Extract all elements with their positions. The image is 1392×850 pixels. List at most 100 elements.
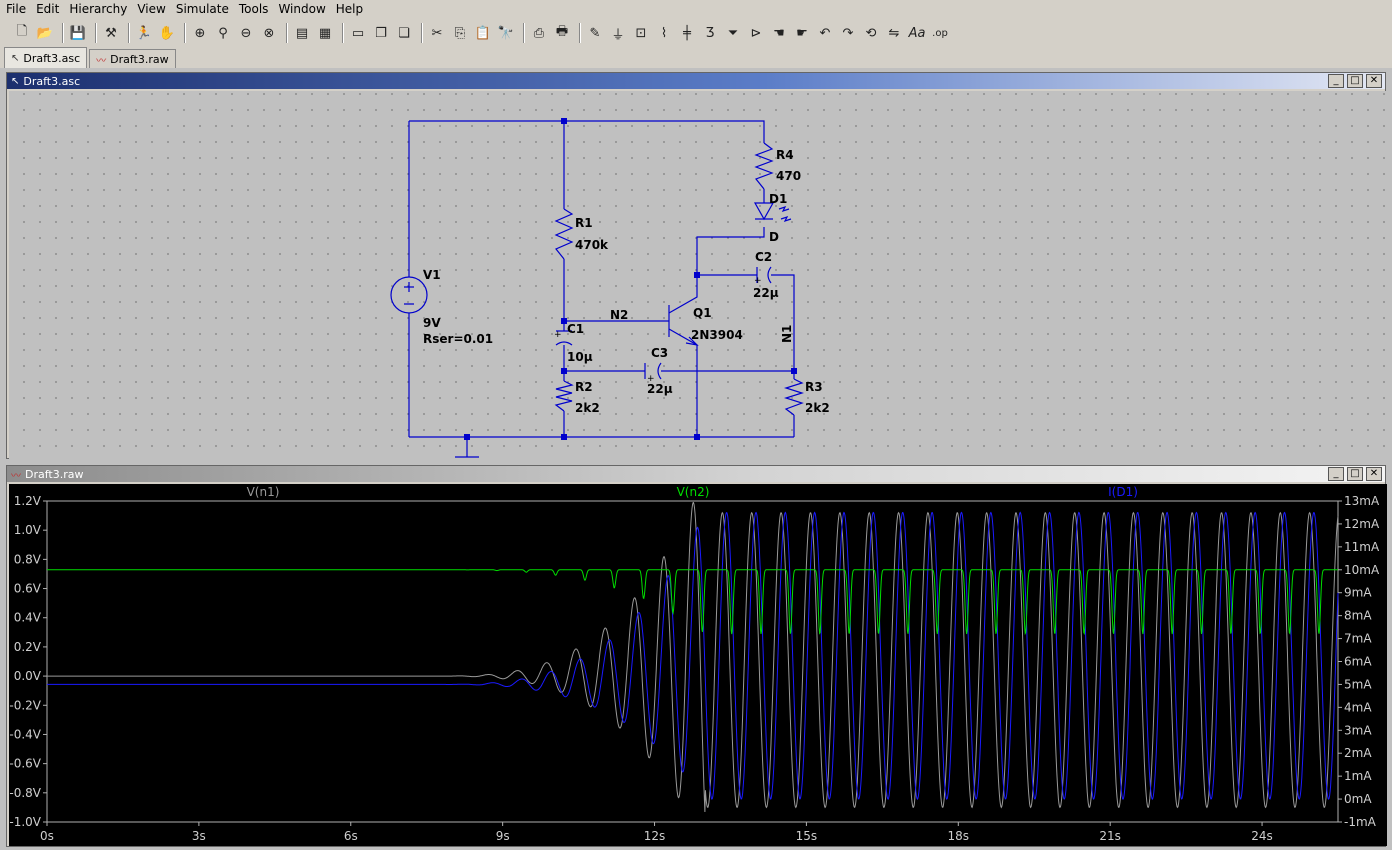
maximize-button[interactable]: □ <box>1347 467 1363 481</box>
open-folder-icon[interactable]: 📂 <box>36 25 54 41</box>
trace-name-vn1[interactable]: V(n1) <box>247 485 280 499</box>
print-setup-icon[interactable]: ⎙ <box>533 25 545 41</box>
close-windows-icon[interactable]: ❏ <box>398 25 410 41</box>
y-right-tick-label: 3mA <box>1344 723 1372 737</box>
capacitor-icon[interactable]: ╪ <box>683 25 691 41</box>
c1-label: C1 <box>567 322 584 336</box>
y-left-tick-label: 0.8V <box>14 552 42 566</box>
toolbar-separator <box>286 23 288 43</box>
trace-name-vn2[interactable]: V(n2) <box>677 485 710 499</box>
menu-file[interactable]: File <box>6 2 27 16</box>
r1-value: 470k <box>575 238 609 252</box>
undo-icon[interactable]: ↶ <box>819 25 831 41</box>
mirror-icon[interactable]: ⇋ <box>888 25 900 41</box>
menu-view[interactable]: View <box>137 2 166 16</box>
y-left-tick-label: 0.4V <box>14 611 42 625</box>
menu-tools[interactable]: Tools <box>238 2 269 16</box>
label-net-icon[interactable]: ⊡ <box>635 25 647 41</box>
cut-icon[interactable]: ✂ <box>431 25 443 41</box>
minimize-button[interactable]: _ <box>1328 467 1344 481</box>
wire-icon[interactable]: ✎ <box>589 25 601 41</box>
zoom-in-icon[interactable]: ⊕ <box>194 25 206 41</box>
drag-icon[interactable]: ☛ <box>796 25 808 41</box>
maximize-button[interactable]: □ <box>1347 74 1363 88</box>
redo-icon[interactable]: ↷ <box>842 25 854 41</box>
y-right-tick-label: 9mA <box>1344 586 1372 600</box>
tile-horizontal-icon[interactable]: ▭ <box>351 25 365 41</box>
y-right-tick-label: 5mA <box>1344 677 1372 691</box>
zoom-out-icon[interactable]: ⊖ <box>240 25 252 41</box>
menu-simulate[interactable]: Simulate <box>175 2 229 16</box>
x-tick-label: 12s <box>644 829 666 843</box>
schematic-icon: ↖ <box>11 75 20 87</box>
menu-help[interactable]: Help <box>335 2 364 16</box>
ground-icon[interactable]: ⏚ <box>611 27 625 43</box>
run-icon[interactable]: 🏃 <box>135 25 153 41</box>
net-label-n2: N2 <box>610 308 628 322</box>
diode-icon[interactable]: ⏷ <box>727 25 739 41</box>
new-schematic-icon[interactable]: 🗋 <box>16 24 28 39</box>
y-right-tick-label: 12mA <box>1344 517 1380 531</box>
toolbar-separator <box>421 23 423 43</box>
control-panel-icon[interactable]: ⚒ <box>105 25 117 41</box>
tab-label: Draft3.raw <box>110 52 169 66</box>
waveform-icon: 〰 <box>11 470 21 482</box>
menu-window[interactable]: Window <box>278 2 326 16</box>
trace-vn2 <box>47 569 1338 636</box>
find-icon[interactable]: 🔭 <box>497 25 515 41</box>
trace-name-id1[interactable]: I(D1) <box>1108 485 1138 499</box>
q1-value: 2N3904 <box>691 328 743 342</box>
zoom-fit-icon[interactable]: ⊗ <box>263 25 275 41</box>
r2-value: 2k2 <box>575 401 600 415</box>
y-right-tick-label: 0mA <box>1344 792 1372 806</box>
component-icon[interactable]: ⊳ <box>750 25 762 41</box>
close-button[interactable]: ✕ <box>1366 467 1382 481</box>
menu-hierarchy[interactable]: Hierarchy <box>69 2 128 16</box>
y-left-tick-label: -1.0V <box>9 815 41 829</box>
inductor-icon[interactable]: Ʒ <box>705 25 715 41</box>
waveform-titlebar[interactable]: 〰 Draft3.raw _ □ ✕ <box>7 466 1385 482</box>
document-tabs: ↖ Draft3.asc 〰 Draft3.raw <box>0 47 1392 68</box>
close-button[interactable]: ✕ <box>1366 74 1382 88</box>
waveform-icon: 〰 <box>96 55 107 67</box>
x-tick-label: 3s <box>192 829 206 843</box>
y-right-tick-label: 7mA <box>1344 632 1372 646</box>
tab-draft3-raw[interactable]: 〰 Draft3.raw <box>89 49 176 68</box>
pan-icon[interactable]: ⚲ <box>218 25 228 41</box>
y-left-tick-label: -0.2V <box>9 698 41 712</box>
c1-value: 10µ <box>567 350 593 364</box>
x-tick-label: 18s <box>948 829 970 843</box>
net-label-n1: N1 <box>780 325 794 343</box>
waveform-window: 〰 Draft3.raw _ □ ✕ V(n1) V(n2) I(D1) 0s 3… <box>6 465 1387 847</box>
menu-edit[interactable]: Edit <box>36 2 60 16</box>
cascade-icon[interactable]: ❐ <box>375 25 387 41</box>
window-title: Draft3.raw <box>25 467 84 481</box>
tab-draft3-asc[interactable]: ↖ Draft3.asc <box>4 47 88 68</box>
x-tick-label: 0s <box>40 829 54 843</box>
text-icon[interactable]: Aa <box>908 25 926 41</box>
window-title: Draft3.asc <box>23 74 81 88</box>
x-tick-label: 9s <box>496 829 510 843</box>
rotate-icon[interactable]: ⟲ <box>865 25 877 41</box>
plot-frame <box>46 500 1339 823</box>
schematic-titlebar[interactable]: ↖ Draft3.asc _ □ ✕ <box>7 73 1385 89</box>
save-icon[interactable]: 💾 <box>69 25 87 41</box>
resistor-icon[interactable]: ⌇ <box>660 25 668 41</box>
copy-icon[interactable]: ⎘ <box>454 25 466 41</box>
q1-label: Q1 <box>693 306 712 320</box>
spice-directive-icon[interactable]: .op <box>932 27 948 39</box>
paste-icon[interactable]: 📋 <box>474 25 492 41</box>
move-icon[interactable]: ☚ <box>773 25 785 41</box>
autorange-icon[interactable]: ▤ <box>295 25 309 41</box>
grid-icon[interactable]: ▦ <box>318 25 332 41</box>
halt-icon[interactable]: ✋ <box>158 25 176 41</box>
y-left-tick-label: 0.6V <box>14 582 42 596</box>
y-left-tick-label: -0.8V <box>9 786 41 800</box>
toolbar-separator <box>523 23 525 43</box>
minimize-button[interactable]: _ <box>1328 74 1344 88</box>
menu-bar: File Edit Hierarchy View Simulate Tools … <box>0 0 1392 18</box>
print-icon[interactable]: 🖶 <box>555 24 569 39</box>
y-right-tick-label: 4mA <box>1344 700 1372 714</box>
schematic-canvas[interactable]: V1 9V Rser=0.01 R1 470k R2 2k2 R3 2k2 R4… <box>9 91 1387 461</box>
